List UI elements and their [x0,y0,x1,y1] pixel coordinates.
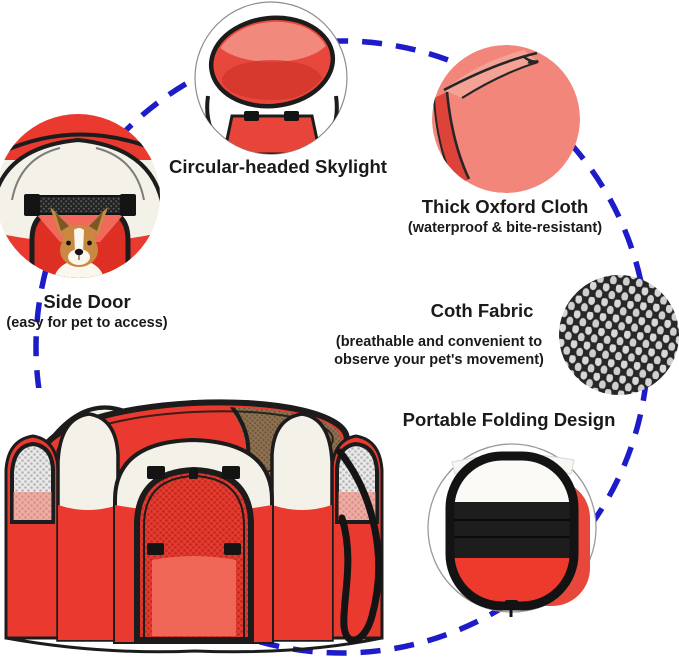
playpen-main-photo [0,388,388,654]
folding-title: Portable Folding Design [402,409,616,430]
carry-strap [336,448,383,644]
feature-label-mesh-subtitle: (breathable and convenient to observe yo… [330,333,548,369]
oxford-title: Thick Oxford Cloth [421,196,589,217]
skylight-photo [194,1,348,155]
feature-label-mesh: Coth Fabric [392,300,572,321]
mesh-subtitle-line1: (breathable and convenient to [335,334,543,350]
mesh-title: Coth Fabric [430,300,534,321]
folded-playpen-photo [427,443,597,617]
side-door-photo [0,114,160,278]
side-door-subtitle: (easy for pet to access) [6,315,168,332]
mesh-subtitle-line2: observe your pet's movement) [334,352,544,368]
skylight-title: Circular-headed Skylight [169,156,387,177]
feature-label-side-door: Side Door (easy for pet to access) [2,291,172,332]
feature-label-folding: Portable Folding Design [399,409,619,430]
oxford-cloth-photo [432,45,580,193]
feature-label-skylight: Circular-headed Skylight [158,156,398,177]
feature-label-oxford: Thick Oxford Cloth (waterproof & bite-re… [395,196,615,237]
mesh-fabric-swatch [559,275,679,395]
side-door-title: Side Door [43,291,131,312]
corgi-dog [50,207,108,278]
oxford-subtitle: (waterproof & bite-resistant) [407,220,603,237]
